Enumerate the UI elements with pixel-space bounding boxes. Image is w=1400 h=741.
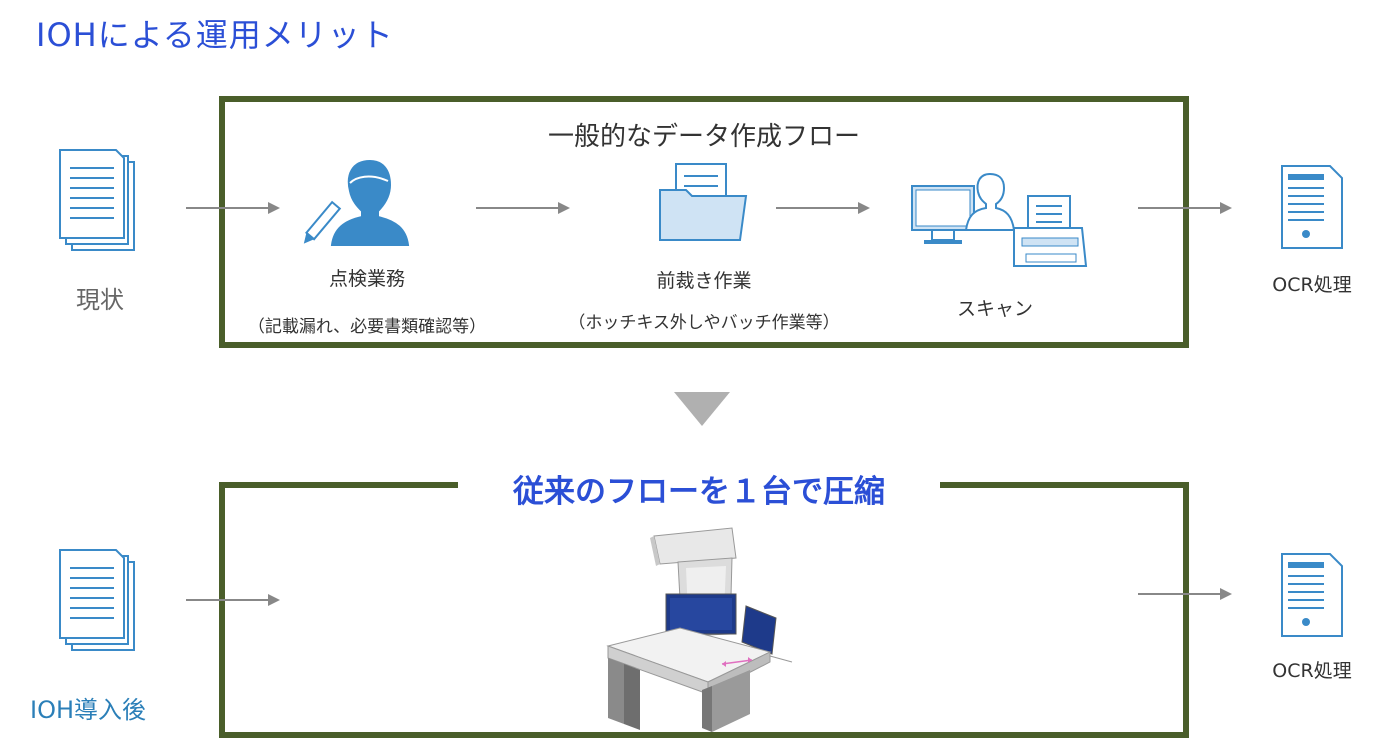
step-inspection-sub: （記載漏れ、必要書類確認等） — [247, 317, 487, 337]
standard-flow-frame — [219, 96, 1189, 348]
after-ioh-label: IOH導入後 — [30, 696, 147, 724]
scanner-operator-icon — [911, 172, 1088, 267]
scanning-station-icon — [606, 527, 793, 732]
page-title: IOHによる運用メリット — [36, 16, 394, 54]
ocr-process-label-bottom: OCR処理 — [1272, 660, 1352, 682]
folder-icon — [659, 163, 748, 241]
arrow-right-icon — [186, 594, 280, 606]
arrow-right-icon — [476, 202, 570, 214]
arrow-right-icon — [776, 202, 870, 214]
document-stack-icon — [59, 549, 135, 651]
ocr-document-icon — [1281, 165, 1343, 249]
person-pen-icon — [303, 159, 410, 246]
compressed-flow-title: 従来のフローを１台で圧縮 — [513, 474, 885, 510]
arrow-right-icon — [1138, 202, 1232, 214]
step-presort-sub: （ホッチキス外しやバッチ作業等） — [568, 313, 840, 333]
arrow-right-icon — [1138, 588, 1232, 600]
current-state-label: 現状 — [76, 286, 124, 314]
down-triangle-icon — [674, 392, 730, 426]
arrow-right-icon — [186, 202, 280, 214]
ocr-document-icon — [1281, 553, 1343, 637]
standard-flow-title: 一般的なデータ作成フロー — [547, 122, 860, 152]
step-scan-label: スキャン — [956, 298, 1033, 320]
document-stack-icon — [59, 149, 135, 251]
step-presort-label: 前裁き作業 — [656, 270, 752, 292]
step-inspection-label: 点検業務 — [328, 268, 405, 290]
ocr-process-label-top: OCR処理 — [1272, 274, 1352, 296]
